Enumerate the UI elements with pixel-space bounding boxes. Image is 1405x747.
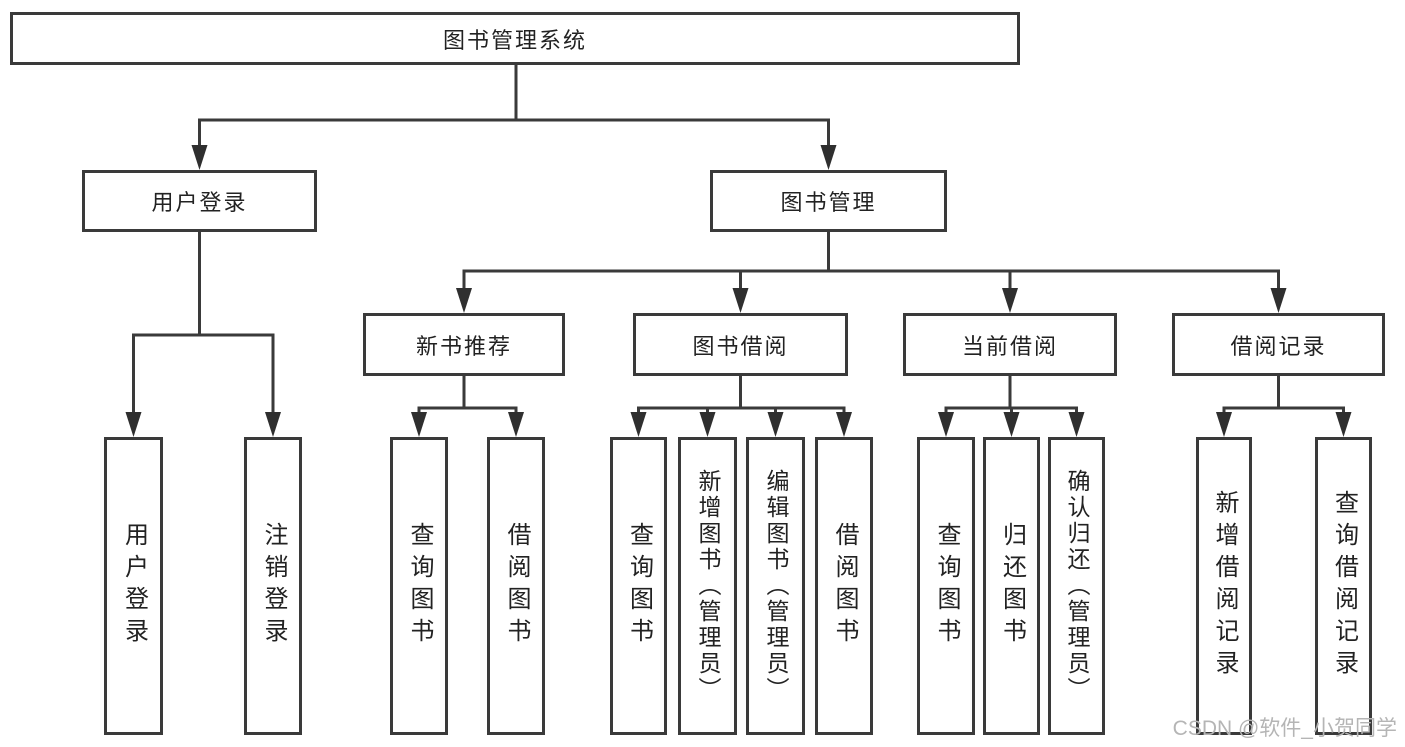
leaf-confirm-return-admin-label: 确认归还（管理员） [1064,469,1090,703]
node-borrow-records-label: 借阅记录 [1230,333,1327,359]
leaf-return-book-label: 归还图书 [998,522,1026,650]
node-root-label: 图书管理系统 [442,27,587,53]
node-current-borrow-label: 当前借阅 [961,333,1058,359]
leaf-logout-label: 注销登录 [260,522,287,650]
leaf-query-books-1-label: 查询图书 [406,522,433,650]
node-new-book-recommend: 新书推荐 [363,313,565,376]
node-borrow-records: 借阅记录 [1172,313,1385,376]
leaf-query-borrow-record-label: 查询借阅记录 [1330,490,1358,682]
arrowheads [125,145,1352,437]
leaf-query-books-2-label: 查询图书 [625,522,653,650]
leaf-add-borrow-record: 新增借阅记录 [1196,437,1252,735]
leaf-confirm-return-admin: 确认归还（管理员） [1048,437,1105,735]
leaf-user-login: 用户登录 [104,437,163,735]
leaf-edit-book-admin-label: 编辑图书（管理员） [763,469,789,703]
node-root: 图书管理系统 [10,12,1020,65]
leaf-borrow-books-2-label: 借阅图书 [831,522,858,650]
node-book-management: 图书管理 [710,170,947,232]
leaf-query-borrow-record: 查询借阅记录 [1315,437,1372,735]
node-user-login-label: 用户登录 [151,190,248,215]
leaf-query-books-1: 查询图书 [390,437,448,735]
leaf-query-books-3: 查询图书 [917,437,975,735]
leaf-add-borrow-record-label: 新增借阅记录 [1211,490,1238,682]
leaf-borrow-books-2: 借阅图书 [815,437,873,735]
leaf-query-books-3-label: 查询图书 [933,522,960,650]
csdn-watermark: CSDN @软件_小贺同学 [1172,717,1397,740]
leaf-borrow-books-1-label: 借阅图书 [503,522,530,650]
leaf-query-books-2: 查询图书 [610,437,667,735]
leaf-user-login-label: 用户登录 [120,522,148,650]
leaf-return-book: 归还图书 [983,437,1040,735]
leaf-add-book-admin-label: 新增图书（管理员） [695,469,721,703]
node-user-login: 用户登录 [82,170,317,232]
node-book-borrow-label: 图书借阅 [692,333,789,359]
leaf-add-book-admin: 新增图书（管理员） [678,437,737,735]
node-current-borrow: 当前借阅 [903,313,1117,376]
node-book-borrow: 图书借阅 [633,313,848,376]
leaf-logout: 注销登录 [244,437,302,735]
node-book-management-label: 图书管理 [780,190,877,215]
leaf-borrow-books-1: 借阅图书 [487,437,545,735]
node-new-book-recommend-label: 新书推荐 [415,333,512,359]
leaf-edit-book-admin: 编辑图书（管理员） [746,437,805,735]
